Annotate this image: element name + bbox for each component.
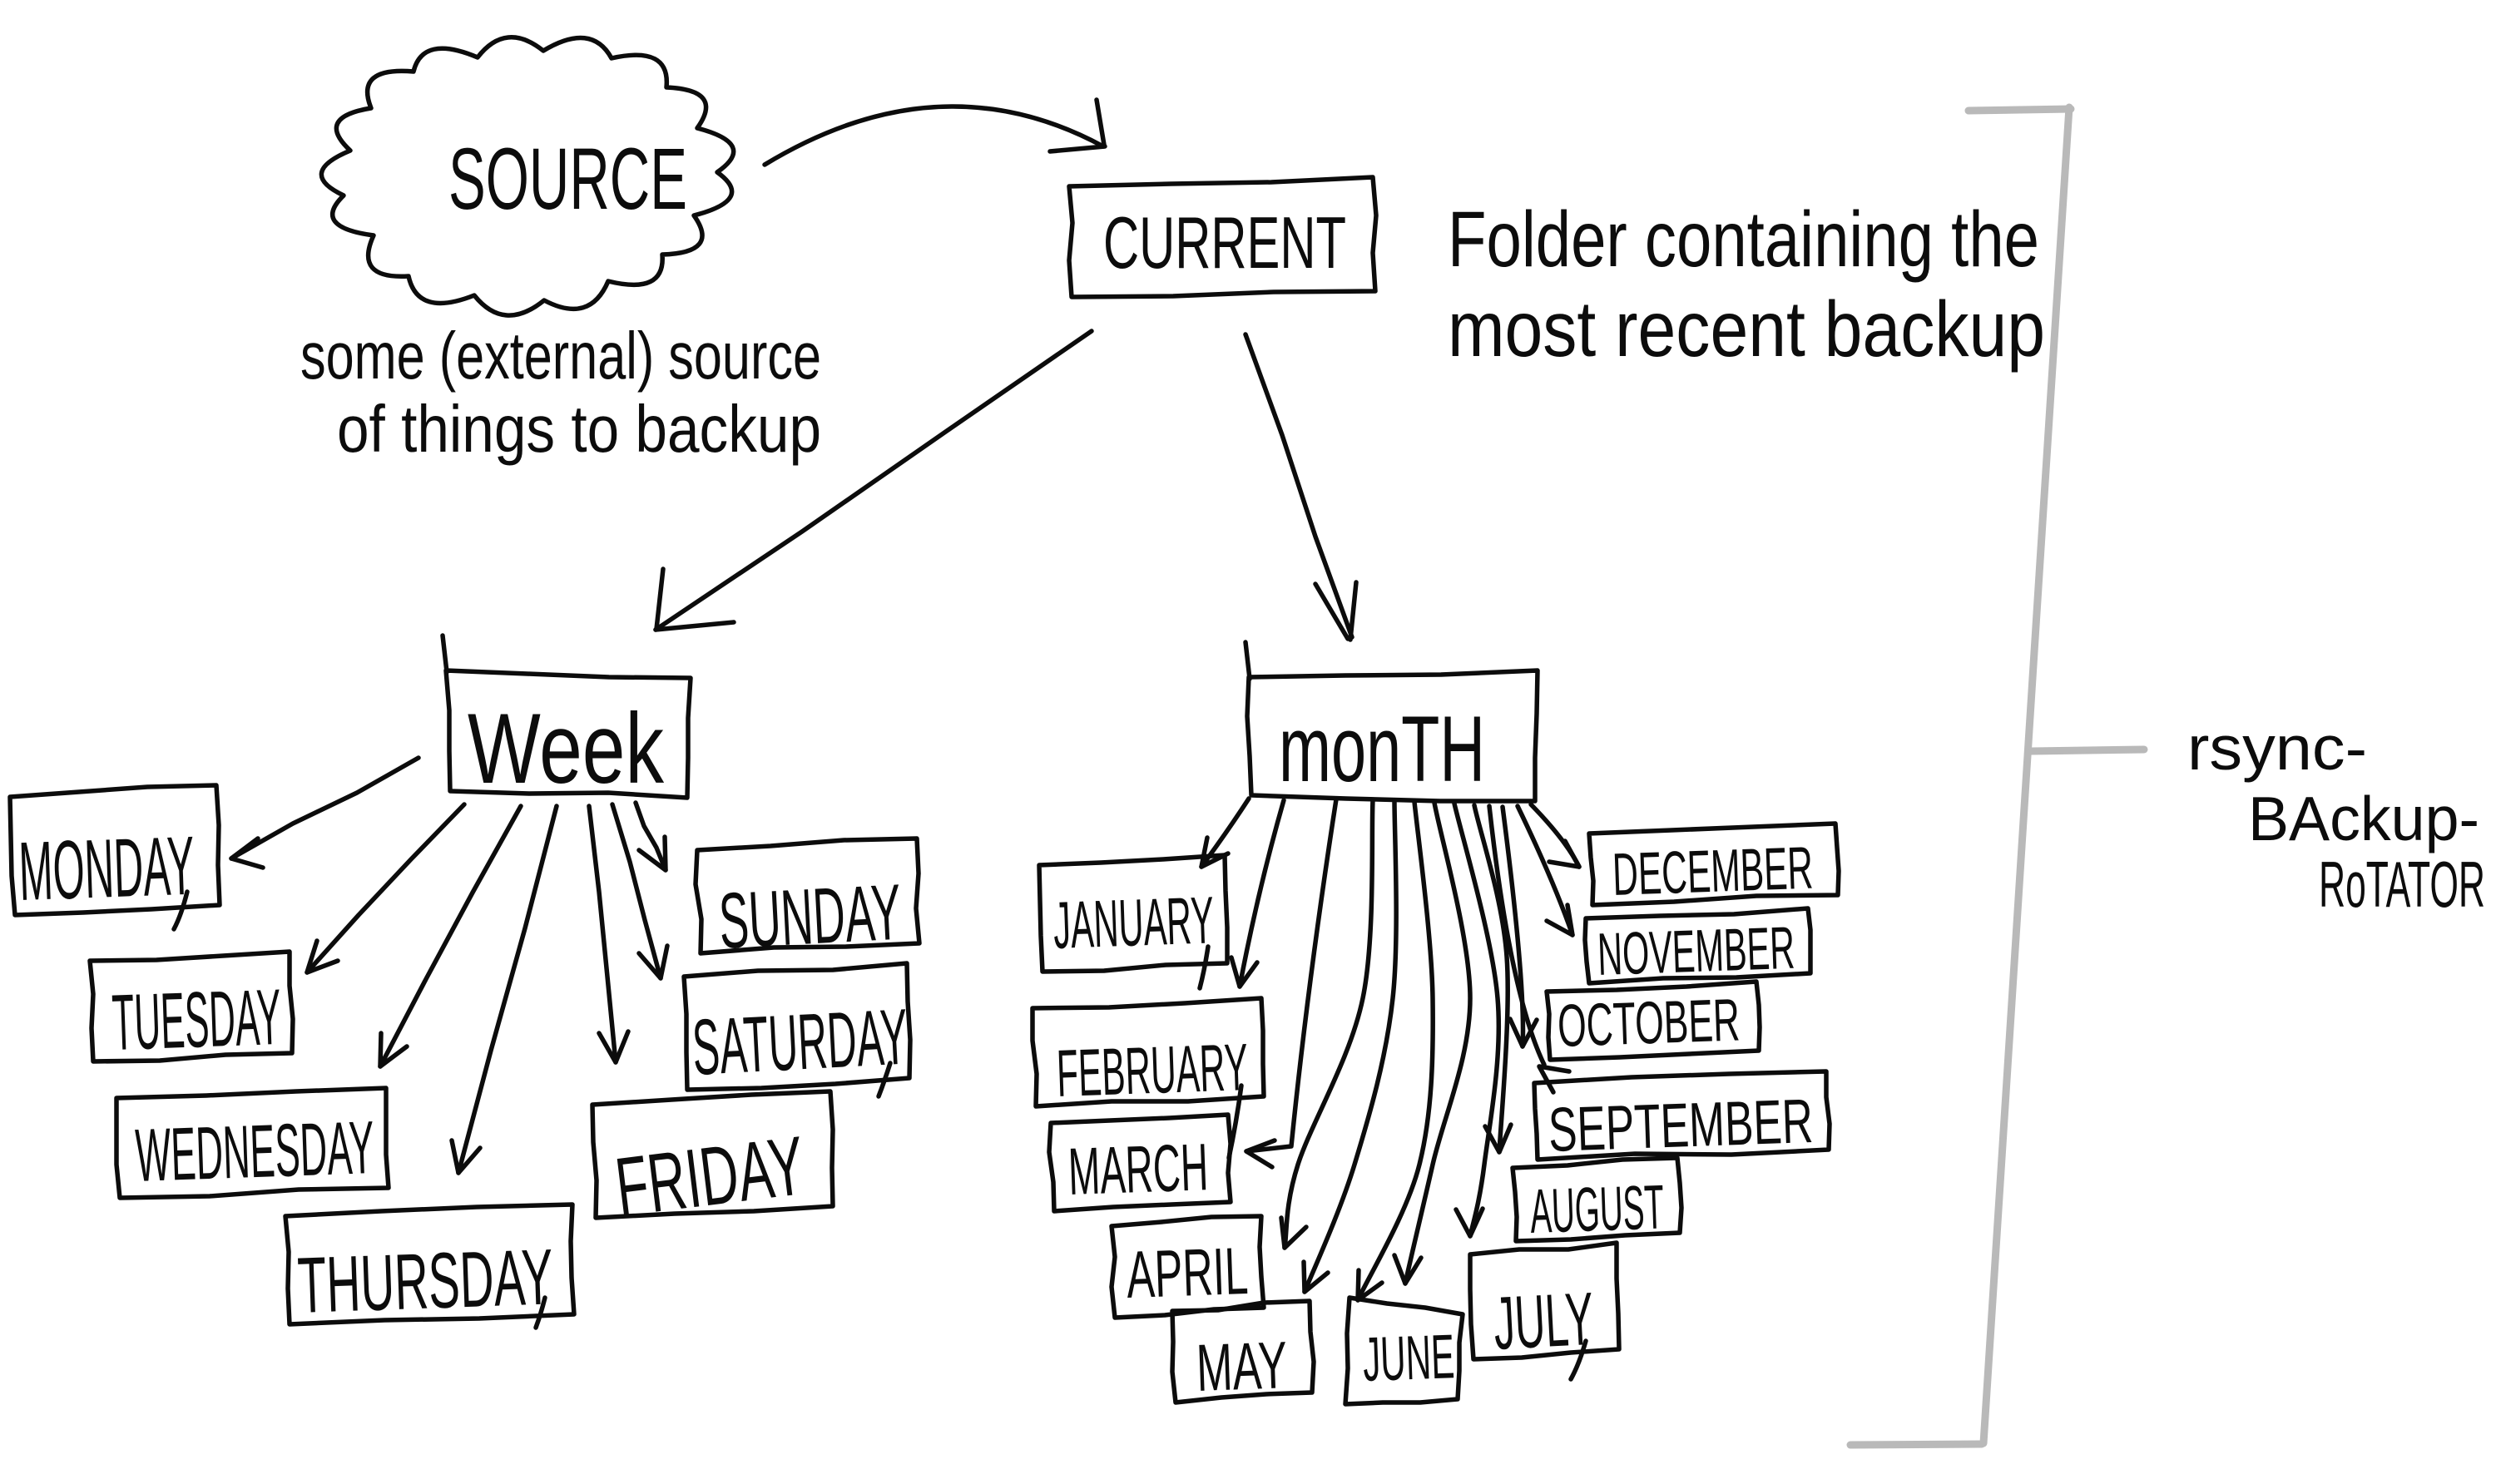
svg-text:APRIL: APRIL: [1125, 1234, 1249, 1312]
svg-text:CURRENT: CURRENT: [1103, 201, 1346, 284]
svg-text:OCTOBER: OCTOBER: [1557, 987, 1741, 1060]
svg-text:most recent backup: most recent backup: [1448, 285, 2045, 373]
svg-text:TUESDAY: TUESDAY: [111, 973, 283, 1067]
svg-text:MONDAY: MONDAY: [17, 819, 196, 918]
svg-text:WEDNESDAY: WEDNESDAY: [134, 1106, 375, 1198]
svg-text:Folder containing the: Folder containing the: [1448, 195, 2039, 284]
svg-text:of things to backup: of things to backup: [337, 392, 821, 466]
svg-text:SOURCE: SOURCE: [448, 131, 687, 228]
svg-text:SATURDAY: SATURDAY: [691, 993, 910, 1092]
svg-text:FRIDAY: FRIDAY: [611, 1119, 810, 1234]
svg-text:JULY: JULY: [1492, 1278, 1596, 1366]
svg-text:AUGUST: AUGUST: [1529, 1171, 1666, 1246]
svg-text:SUNDAY: SUNDAY: [717, 868, 904, 966]
svg-text:SEPTEMBER: SEPTEMBER: [1548, 1086, 1815, 1165]
svg-text:JUNE: JUNE: [1362, 1321, 1456, 1394]
svg-text:MARCH: MARCH: [1067, 1130, 1209, 1209]
svg-text:FEBRUARY: FEBRUARY: [1055, 1030, 1249, 1111]
svg-text:NOVEMBER: NOVEMBER: [1597, 915, 1796, 988]
svg-text:THURSDAY: THURSDAY: [296, 1233, 555, 1330]
svg-text:MAY: MAY: [1195, 1328, 1288, 1405]
svg-text:DECEMBER: DECEMBER: [1612, 835, 1815, 908]
svg-text:monTH: monTH: [1279, 697, 1485, 801]
svg-text:BAckup-: BAckup-: [2248, 784, 2479, 853]
svg-text:rsync-: rsync-: [2187, 713, 2367, 783]
svg-text:JANUARY: JANUARY: [1052, 883, 1215, 962]
svg-text:RoTATOR: RoTATOR: [2319, 848, 2485, 921]
svg-text:Week: Week: [468, 693, 665, 804]
svg-text:some (external) source: some (external) source: [300, 319, 821, 393]
